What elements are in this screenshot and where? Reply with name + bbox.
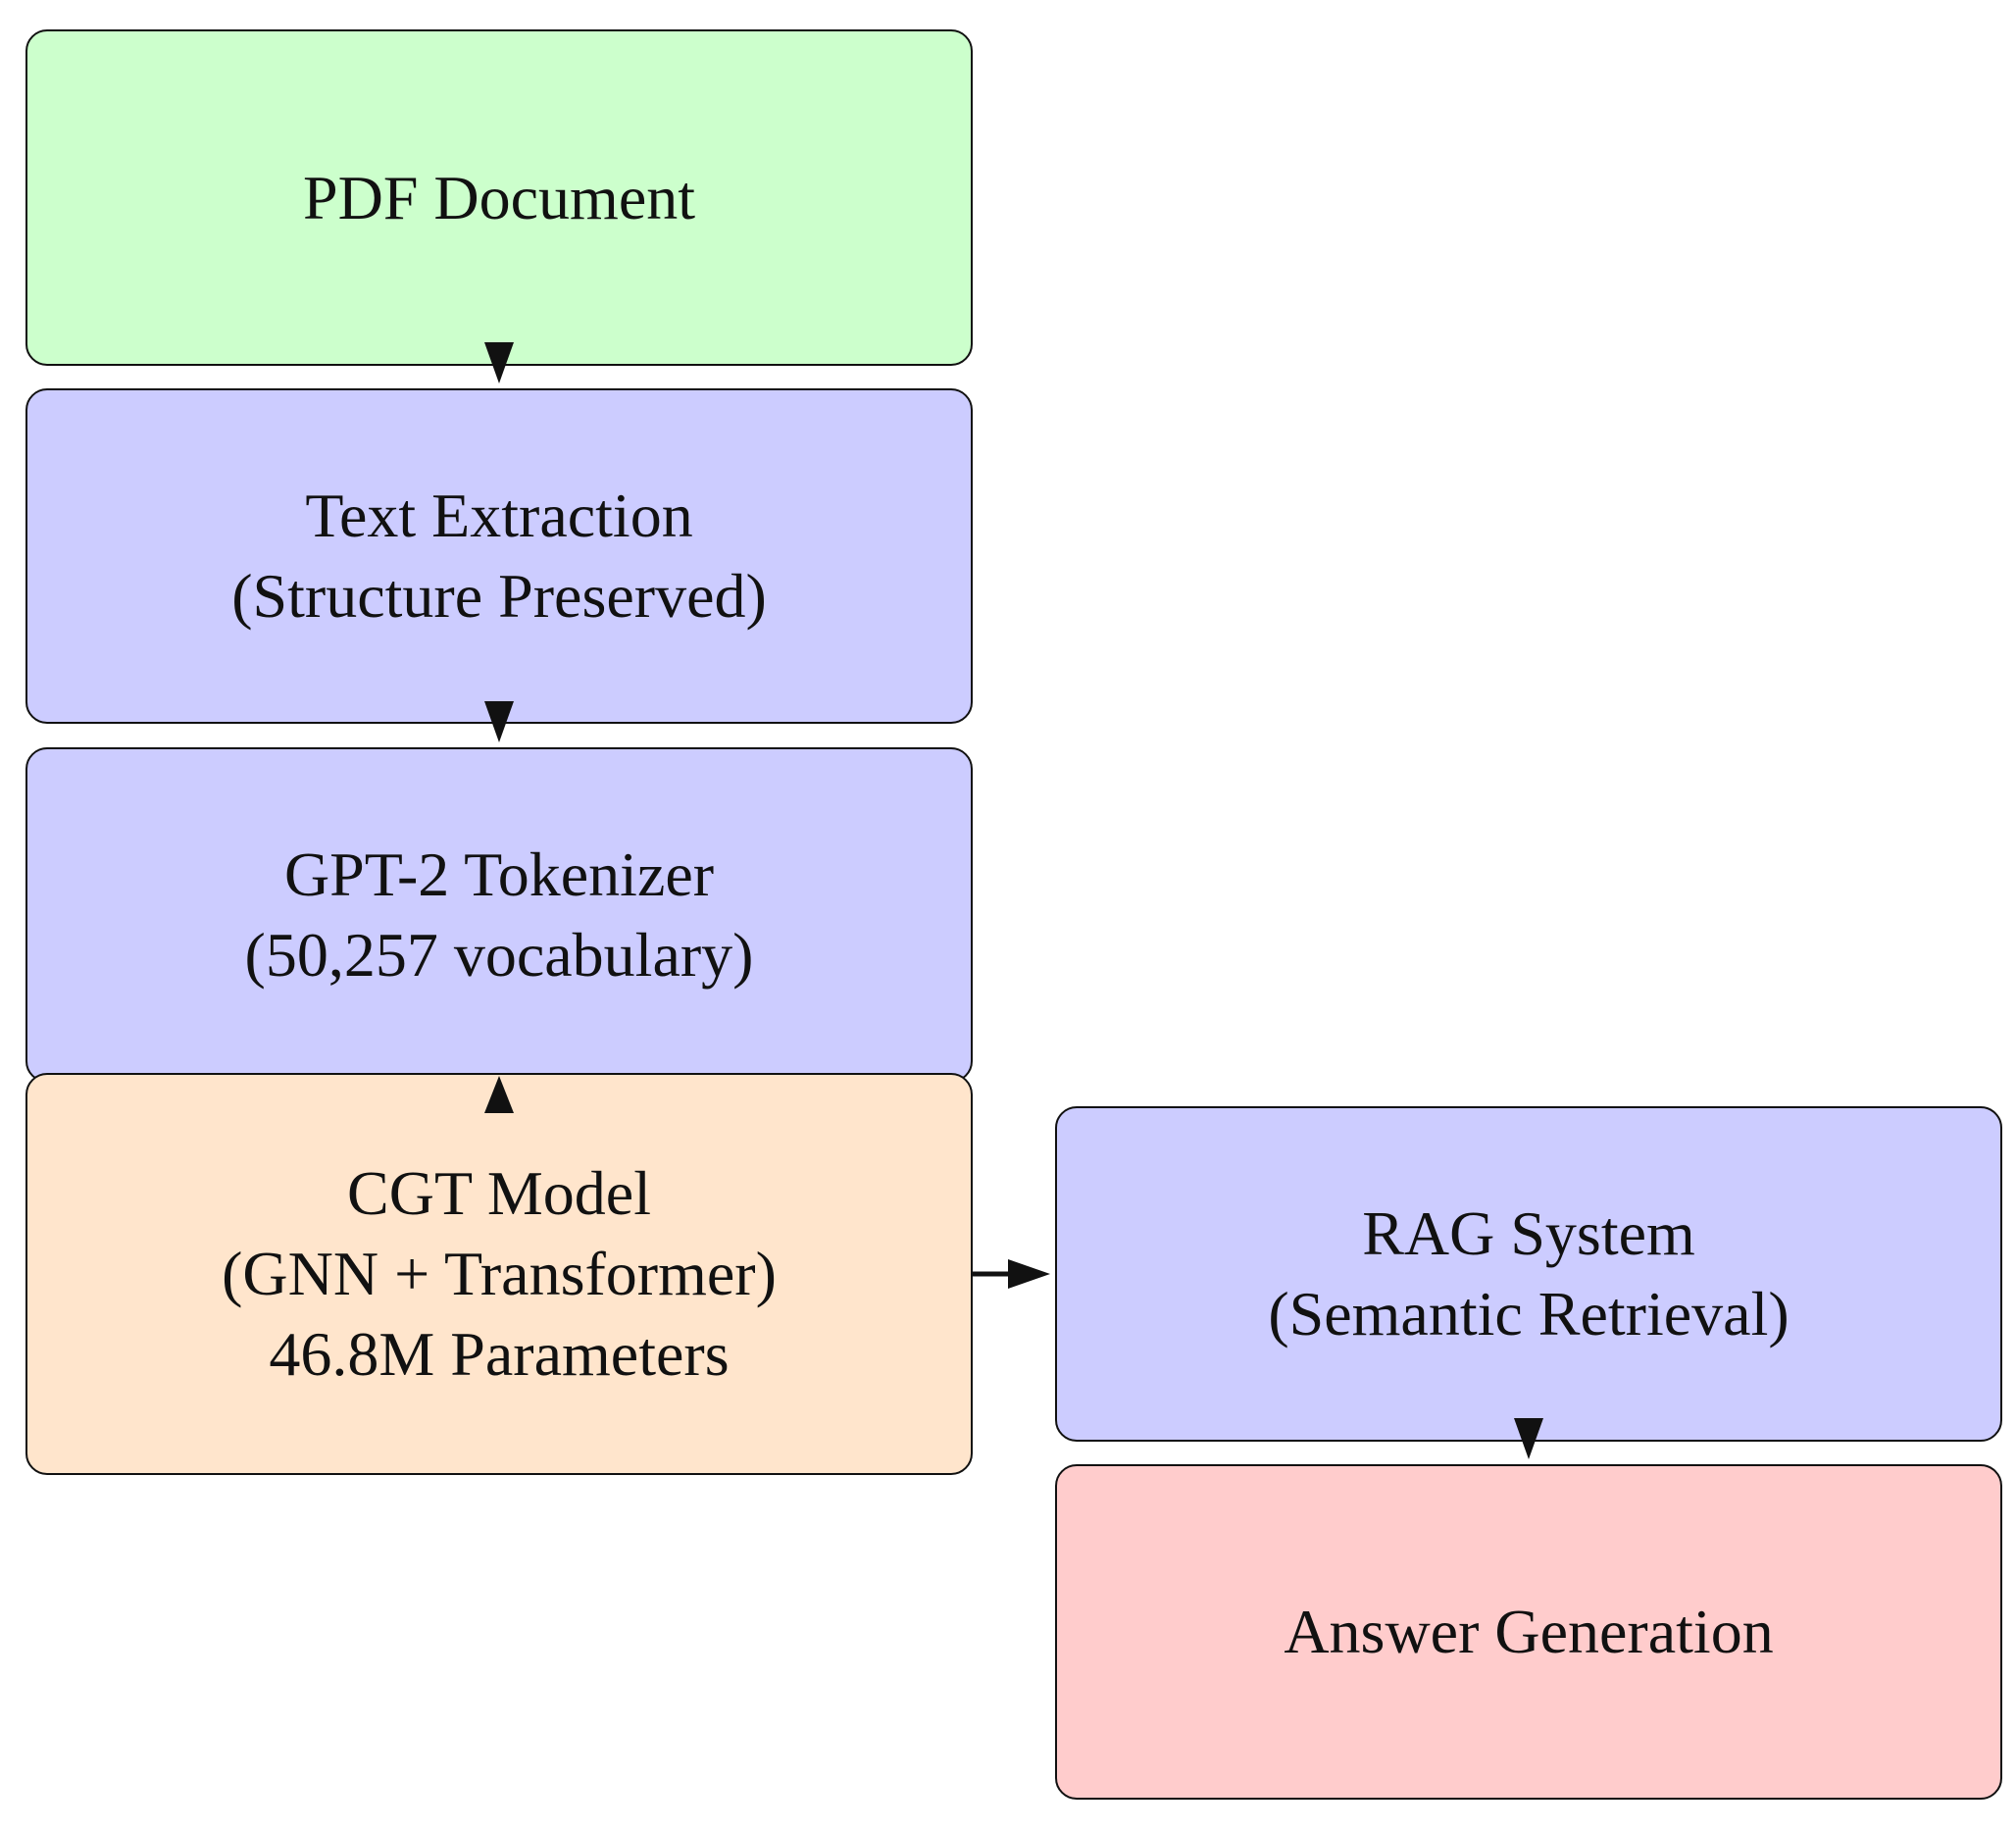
rag-system-node: RAG System (Semantic Retrieval) (1055, 1106, 2002, 1442)
pdf-document-label: PDF Document (303, 162, 695, 232)
cgt-model-label: CGT Model (347, 1158, 651, 1228)
text-extraction-sublabel: (Structure Preserved) (231, 561, 767, 631)
answer-generation-label: Answer Generation (1284, 1597, 1774, 1666)
cgt-model-params: 46.8M Parameters (269, 1319, 730, 1389)
gpt2-tokenizer-label: GPT-2 Tokenizer (283, 840, 715, 909)
pdf-document-node: PDF Document (25, 29, 973, 366)
cgt-model-node: CGT Model (GNN + Transformer) 46.8M Para… (25, 1073, 973, 1475)
gpt2-tokenizer-node: GPT-2 Tokenizer (50,257 vocabulary) (25, 747, 973, 1083)
text-extraction-label: Text Extraction (305, 481, 693, 550)
gpt2-tokenizer-sublabel: (50,257 vocabulary) (244, 920, 754, 990)
rag-system-sublabel: (Semantic Retrieval) (1268, 1279, 1789, 1349)
answer-generation-node: Answer Generation (1055, 1464, 2002, 1800)
arrow-cgt-to-rag (973, 1259, 1050, 1289)
rag-system-label: RAG System (1362, 1198, 1695, 1268)
text-extraction-node: Text Extraction (Structure Preserved) (25, 388, 973, 724)
cgt-model-sublabel: (GNN + Transformer) (222, 1239, 777, 1308)
